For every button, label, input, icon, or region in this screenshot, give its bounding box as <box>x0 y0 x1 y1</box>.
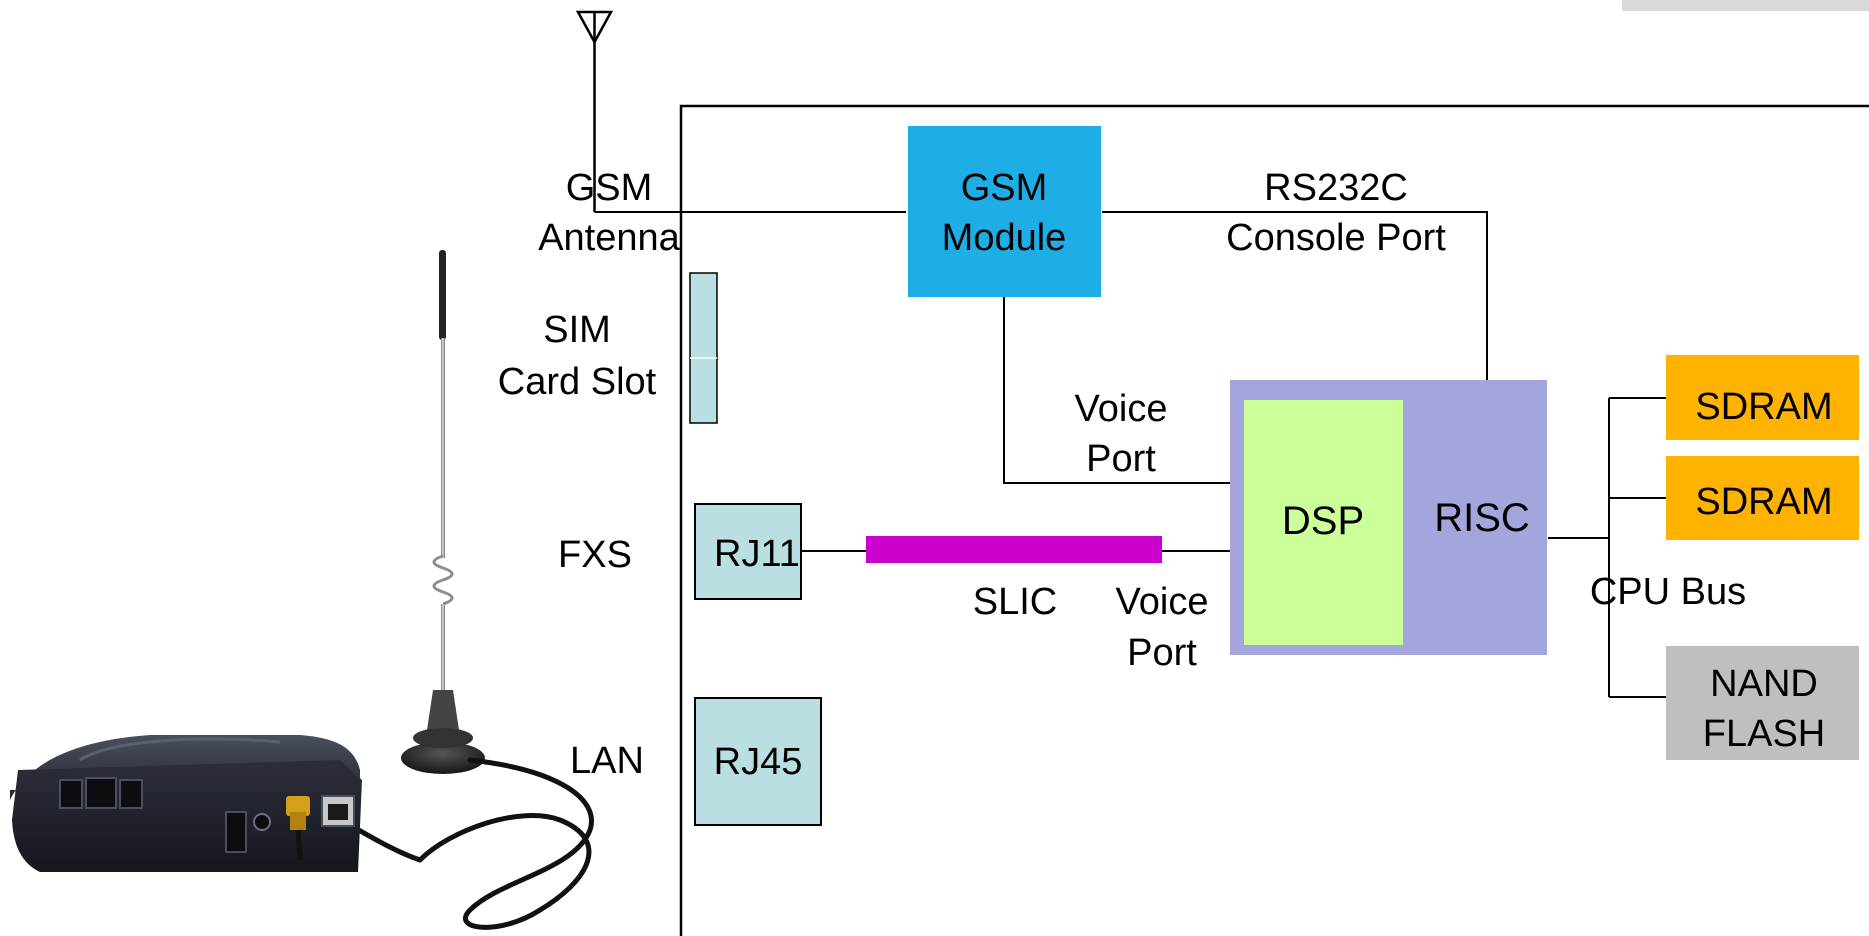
slic-label: SLIC <box>973 581 1057 623</box>
nand-flash-label-line1: NAND <box>1710 663 1818 705</box>
fxs-label: FXS <box>558 534 632 576</box>
gsm-module-label-line2: Module <box>942 217 1067 259</box>
wires <box>594 211 1666 698</box>
voice-port-bottom-label-line1: Voice <box>1116 581 1209 623</box>
nand-flash-label-line2: FLASH <box>1703 713 1825 755</box>
antenna-photo-icon <box>401 250 485 774</box>
nand-flash-block <box>1666 646 1859 760</box>
board-outline <box>679 104 1869 936</box>
sim-slot-label-line1: SIM <box>543 309 611 351</box>
rj45-connector <box>694 697 822 826</box>
rj45-label: RJ45 <box>714 741 803 783</box>
voice-port-top-label-line2: Port <box>1086 438 1156 480</box>
gateway-device-icon <box>10 735 362 872</box>
dsp-block <box>1244 400 1403 645</box>
lan-label: LAN <box>570 740 644 782</box>
sim-slot-label-line2: Card Slot <box>498 361 657 403</box>
corner-fragment <box>1622 0 1869 11</box>
voice-port-top-label-line1: Voice <box>1075 388 1168 430</box>
rs232c-label-line1: RS232C <box>1264 167 1408 209</box>
gsm-module-label-line1: GSM <box>961 167 1048 209</box>
cpu-bus-label: CPU Bus <box>1590 571 1746 613</box>
risc-label: RISC <box>1434 496 1530 540</box>
sdram-block-1 <box>1666 355 1859 440</box>
slic-bar <box>866 536 1162 563</box>
gsm-antenna-label-line2: Antenna <box>538 217 680 259</box>
rs232c-label-line2: Console Port <box>1226 217 1446 259</box>
sim-card-slot <box>689 272 718 424</box>
sdram-label-1: SDRAM <box>1695 386 1832 428</box>
sdram-block-2 <box>1666 456 1859 540</box>
sdram-label-2: SDRAM <box>1695 481 1832 523</box>
gsm-antenna-label-line1: GSM <box>566 167 653 209</box>
rj11-connector <box>694 503 802 600</box>
voice-port-bottom-label-line2: Port <box>1127 632 1197 674</box>
dsp-label: DSP <box>1282 499 1364 543</box>
rj11-label: RJ11 <box>714 533 800 575</box>
antenna-symbol-icon <box>575 10 614 212</box>
gsm-module-block <box>908 126 1101 297</box>
